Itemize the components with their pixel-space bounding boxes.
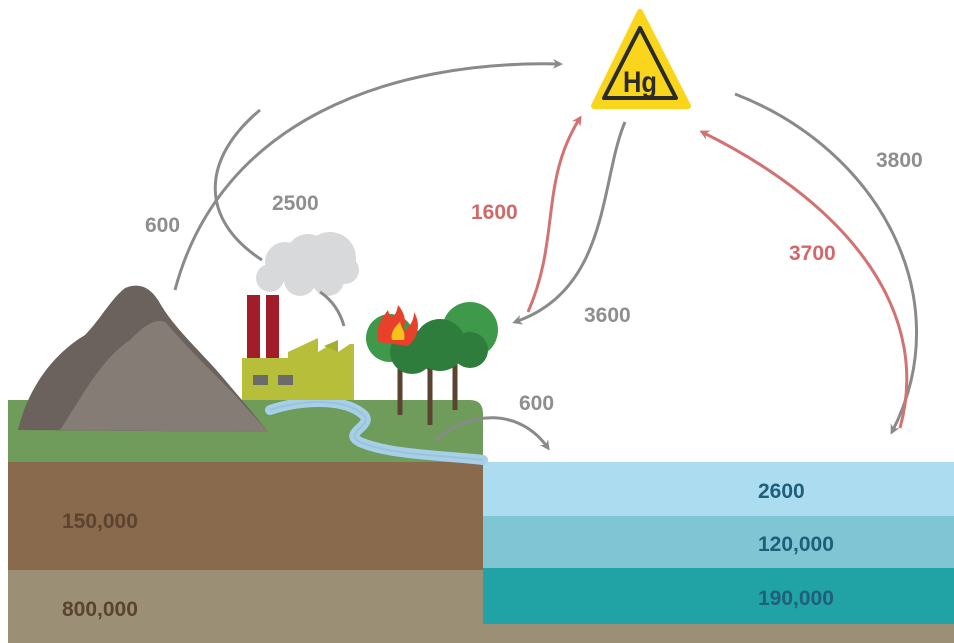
factory-window xyxy=(278,375,293,385)
ocean-deep-layer xyxy=(483,568,954,624)
flow-label-atmosphere-to-ocean: 3800 xyxy=(876,149,923,172)
factory xyxy=(242,295,354,400)
mercury-warning-icon: Hg xyxy=(591,9,691,109)
mercury-symbol-text: Hg xyxy=(623,66,657,99)
factory-window xyxy=(253,375,268,385)
atmosphere-to-ocean-arrow xyxy=(734,92,918,435)
flow-label-industry: 2500 xyxy=(272,192,319,215)
reservoir-label-deep-soil: 800,000 xyxy=(62,598,138,621)
flow-label-ocean-evasion: 3700 xyxy=(789,242,836,265)
deep-soil-layer xyxy=(8,568,483,626)
flow-label-river: 600 xyxy=(519,392,554,415)
flow-label-atmosphere-to-land: 3600 xyxy=(584,304,631,327)
ocean-intermediate-layer xyxy=(483,516,954,570)
smoke-plume-line xyxy=(319,290,346,327)
soil-layer xyxy=(8,460,483,570)
flow-label-fire: 1600 xyxy=(471,201,518,224)
volcano xyxy=(18,285,268,432)
sea-floor xyxy=(8,624,954,643)
ocean-evasion-arrow xyxy=(699,130,909,429)
reservoir-label-ocean-intermediate: 120,000 xyxy=(758,533,834,556)
ocean-surface-layer xyxy=(483,462,954,516)
volcano-emission-arrow xyxy=(173,58,563,291)
smoke-cloud xyxy=(256,232,359,296)
reservoir-label-ocean-surface: 2600 xyxy=(758,480,805,503)
burning-trees xyxy=(366,302,498,425)
industry-emission-arrow xyxy=(213,108,263,262)
flow-label-volcano: 600 xyxy=(145,214,180,237)
reservoir-label-soil: 150,000 xyxy=(62,510,138,533)
river-runoff-arrow xyxy=(435,416,550,451)
atmosphere-to-land-arrow xyxy=(512,121,627,325)
reservoir-label-ocean-deep: 190,000 xyxy=(758,587,834,610)
fire-emission-arrow xyxy=(526,115,582,313)
